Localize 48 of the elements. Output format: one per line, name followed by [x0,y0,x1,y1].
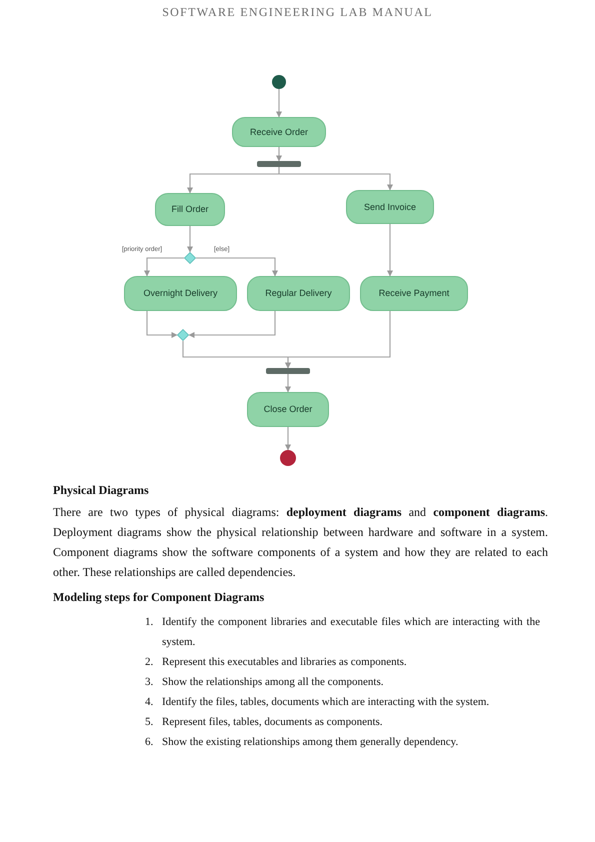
arrow [188,311,276,338]
arrow [187,226,193,252]
action-box [247,392,329,427]
action-box [232,117,326,147]
arrow [285,374,291,392]
list-item-text: Show the relationships among all the components. [162,675,384,690]
list-number: 3. [145,675,154,690]
action-label: Regular Delivery [265,288,332,299]
arrow [144,257,184,276]
decision-diamond [184,252,196,264]
section-heading: Modeling steps for Component Diagrams [53,590,264,604]
list-item-text: Represent this executables and libraries as components. [162,655,408,670]
body-paragraph: There are two types of physical diagrams: deployment diagrams and component diagrams. Deployment diagrams show the physical relationship between hardware and software in a system. Component diagrams show the software components of a system and how they are related to each other. These relationships are called dependencies. [53,504,548,581]
list-item-text: Identify the component libraries and executable files which are interacting with the system. [162,615,540,650]
arrow [387,224,393,276]
end-node [280,450,296,466]
action-label: Close Order [264,404,312,415]
list-item-text: Represent files, tables, documents as components. [162,715,384,730]
action-box [124,276,237,311]
action-label: Receive Payment [378,288,450,299]
action-box [247,276,350,311]
action-label: Overnight Delivery [143,288,218,299]
join-bar [266,368,310,374]
arrow [276,147,282,162]
list-number: 5. [145,715,154,730]
action-box [346,190,434,224]
merge-diamond [177,329,189,341]
fork-bar [257,161,301,167]
arrow [276,89,282,118]
list-number: 1. [145,615,154,630]
list-item-text: Show the existing relationships among them generally dependency. [162,735,460,750]
arrow [146,311,178,338]
section-heading: Physical Diagrams [53,483,149,497]
action-box [155,193,225,226]
list-number: 6. [145,735,154,750]
arrow [285,311,391,368]
action-box [360,276,468,311]
list-number: 2. [145,655,154,670]
list-item-text: Identify the files, tables, documents which are interacting with the system. [162,695,490,710]
arrow [278,167,393,190]
action-label: Send Invoice [364,202,416,212]
start-node [272,75,286,89]
arrow [196,257,278,276]
list-number: 4. [145,695,154,710]
page-header: SOFTWARE ENGINEERING LAB MANUAL [162,5,433,19]
action-label: Receive Order [250,126,308,138]
arrow [285,427,291,450]
action-label: Fill Order [171,204,208,215]
